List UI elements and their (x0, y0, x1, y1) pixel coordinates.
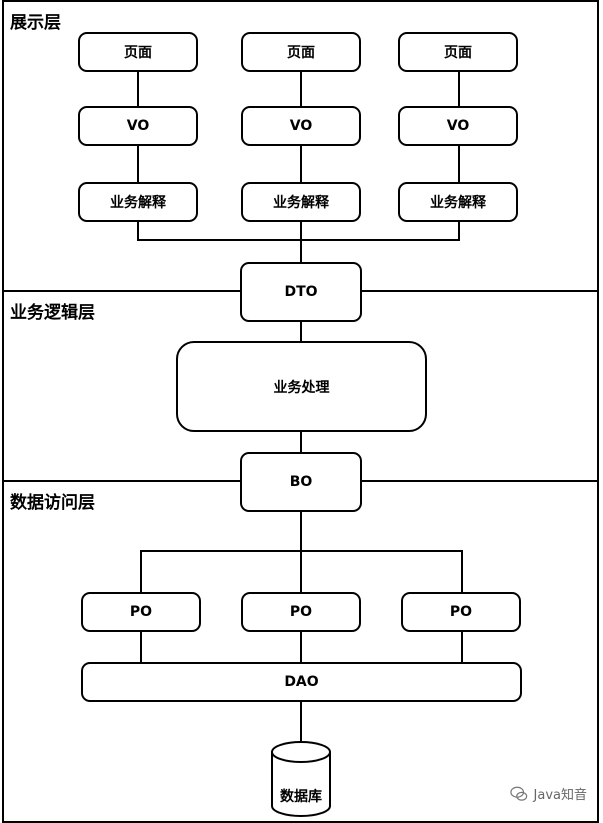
connector (300, 630, 302, 662)
po-node: PO (401, 592, 521, 632)
interpret-node: 业务解释 (398, 182, 518, 222)
connector (458, 70, 460, 106)
database-node: 数据库 (270, 740, 332, 818)
connector (140, 550, 463, 552)
connector (300, 146, 302, 182)
connector (461, 550, 463, 592)
bo-node: BO (240, 452, 362, 512)
connector (300, 700, 302, 748)
page-node: 页面 (398, 32, 518, 72)
connector (140, 550, 142, 592)
watermark: Java知音 (509, 784, 587, 803)
connector (137, 70, 139, 106)
connector (137, 146, 139, 182)
database-cylinder-icon (271, 741, 331, 817)
connector (300, 430, 302, 452)
dao-node: DAO (81, 662, 522, 702)
business-layer-label: 业务逻辑层 (10, 303, 95, 323)
database-label: 数据库 (280, 789, 322, 805)
connector (458, 146, 460, 182)
connector (300, 70, 302, 106)
connector (137, 220, 139, 241)
dto-node: DTO (240, 262, 362, 322)
connector (140, 630, 142, 662)
vo-node: VO (78, 106, 198, 146)
presentation-layer-label: 展示层 (10, 13, 61, 33)
po-node: PO (241, 592, 361, 632)
vo-node: VO (241, 106, 361, 146)
watermark-text: Java知音 (533, 788, 587, 803)
interpret-node: 业务解释 (78, 182, 198, 222)
connector (458, 220, 460, 241)
page-node: 页面 (241, 32, 361, 72)
process-node: 业务处理 (176, 341, 427, 432)
connector (461, 630, 463, 662)
interpret-node: 业务解释 (241, 182, 361, 222)
connector (137, 239, 460, 241)
page-node: 页面 (78, 32, 198, 72)
data-access-layer-label: 数据访问层 (10, 493, 95, 513)
connector (300, 220, 302, 262)
po-node: PO (81, 592, 201, 632)
vo-node: VO (398, 106, 518, 146)
connector (300, 320, 302, 342)
wechat-icon (509, 786, 527, 801)
